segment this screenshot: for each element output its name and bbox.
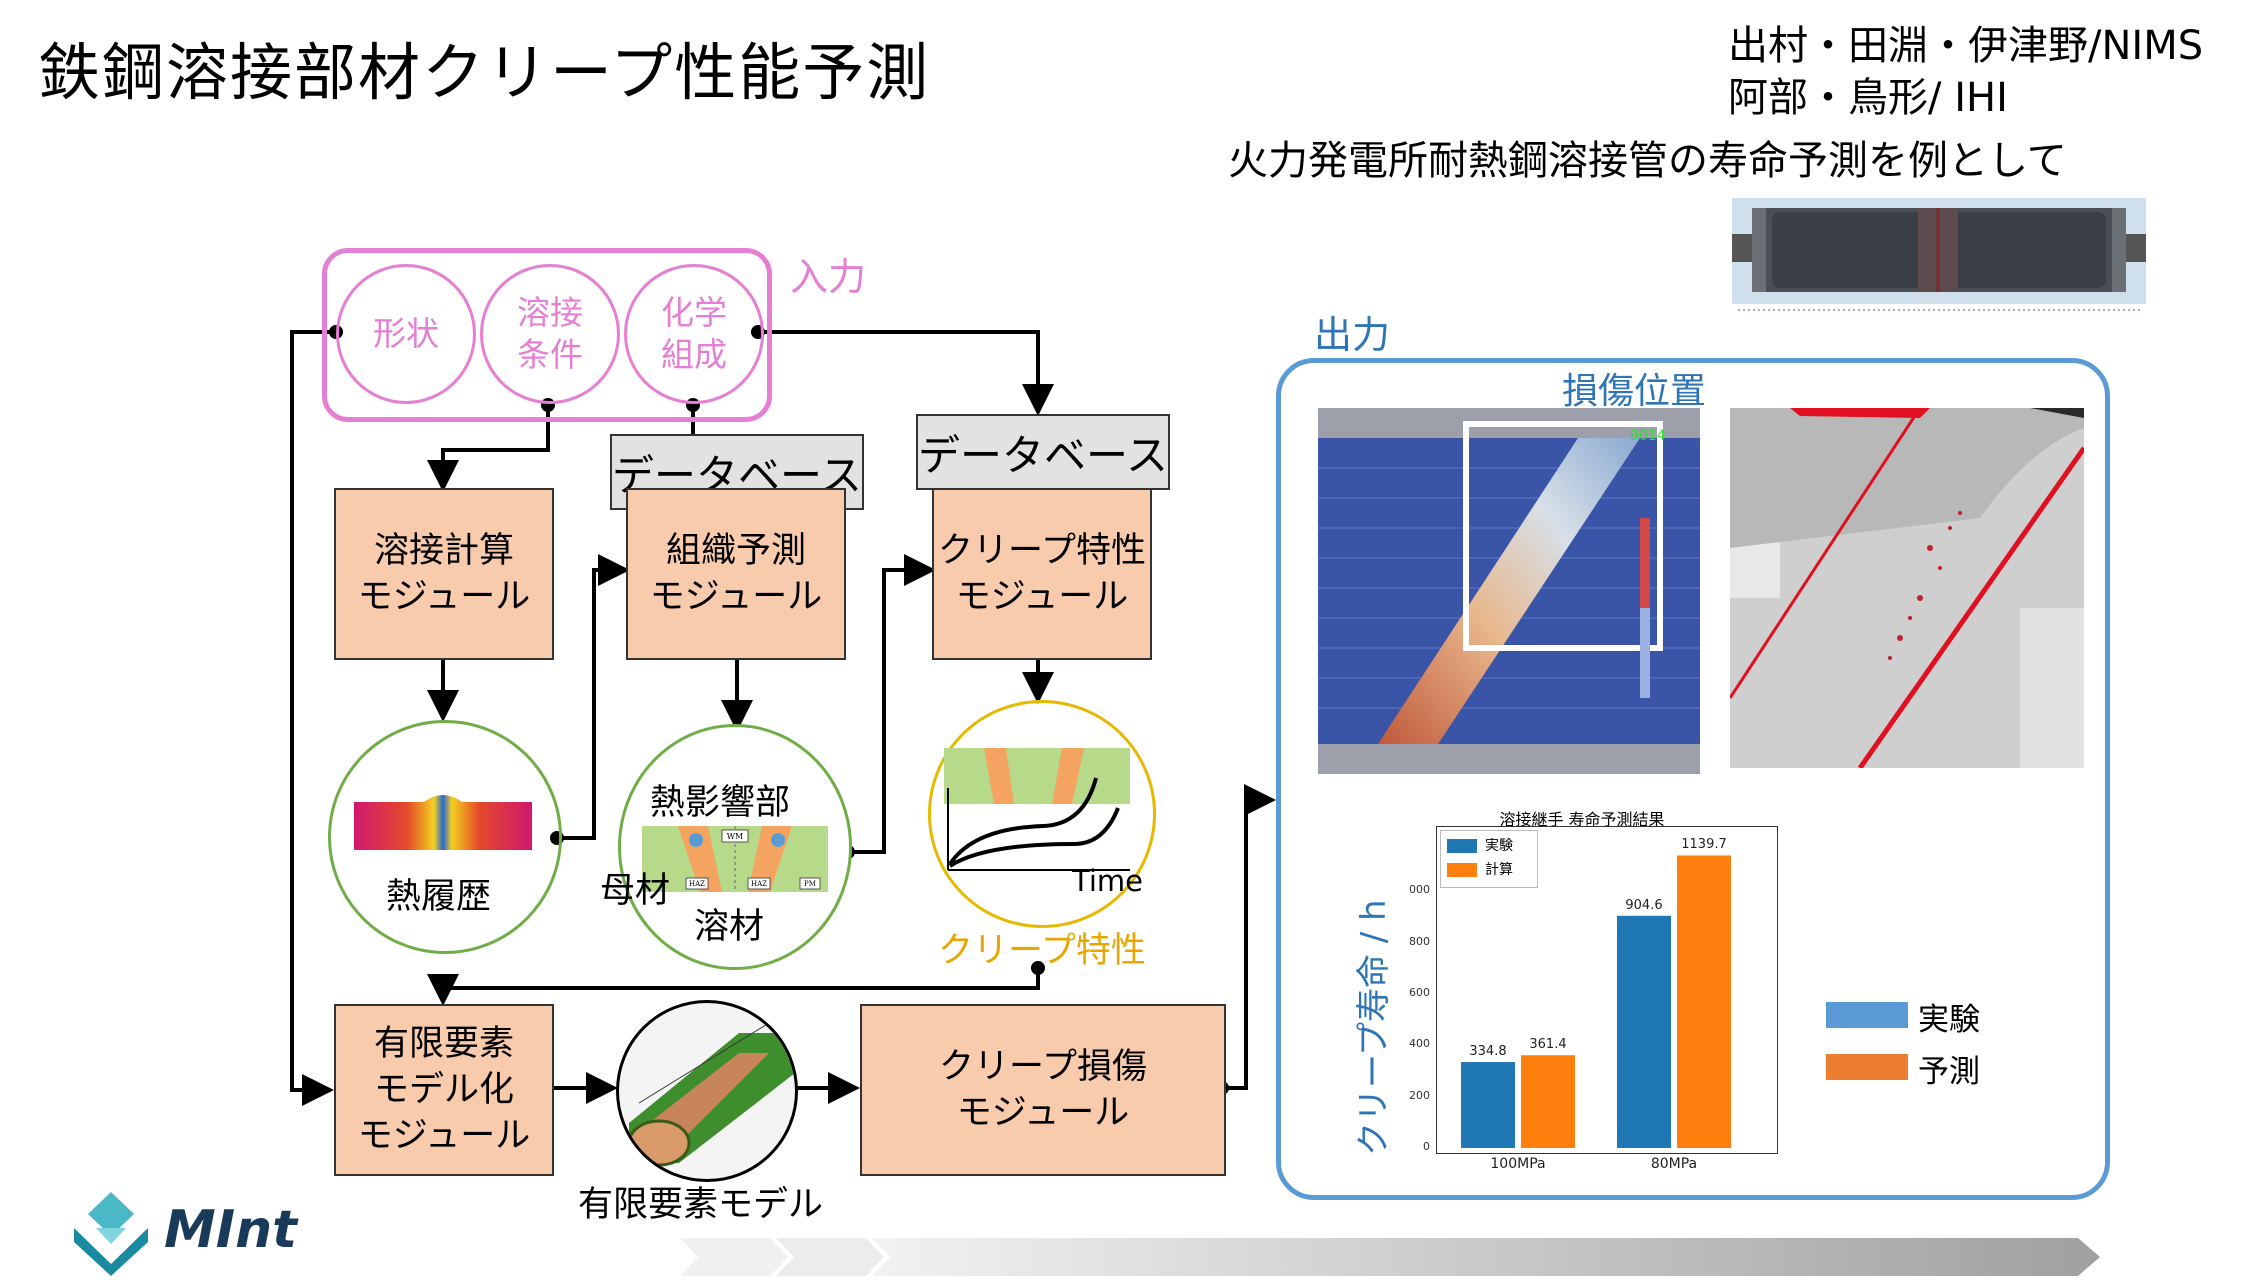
chart-bar-value: 904.6 [1625,897,1663,913]
chart-bar [1521,1055,1575,1148]
input-label: 入力 [790,255,867,299]
chart-legend: 実験 計算 [1440,830,1538,888]
chart-bar-value: 334.8 [1469,1044,1507,1060]
authors-line-2: 阿部・鳥形/ IHI [1728,75,2008,121]
weld-metal-label: 溶材 [694,907,765,947]
creep-property-label: クリープ特性 [938,931,1146,971]
input-shape: 形状 [336,264,476,404]
chart-legend-calc: 計算 [1485,862,1513,878]
fem-model-label: 有限要素モデル [578,1185,824,1225]
module-weld-calc: 溶接計算 モジュール [334,488,554,660]
input-frame [322,248,772,422]
haz-tag-haz-left: HAZ [689,880,705,888]
mint-logo-icon [74,1192,148,1276]
simulation-value: 9014 [1630,428,1666,444]
heat-history-label: 熱履歴 [386,877,492,917]
legend-experiment: 実験 [1918,1002,1980,1038]
haz-diagram: WM HAZ HAZ PM [642,826,828,892]
chart-y-tick: 0 [1423,1140,1430,1153]
authors-line-1: 出村・田淵・伊津野/NIMS [1728,23,2204,69]
fem-model-image [616,1000,798,1182]
chart-bar-value: 361.4 [1529,1037,1567,1053]
chart-x-tick: 100MPa [1490,1156,1546,1172]
chart-legend-swatch-calc [1447,863,1477,877]
welded-pipe-photo [1732,198,2146,322]
chart-y-tick: 800 [1409,934,1430,948]
chart-bar [1617,915,1671,1148]
haz-tag-pm: PM [804,880,816,888]
damage-position-label: 損傷位置 [1562,371,1707,412]
time-axis-label: Time [1072,864,1143,898]
page-title: 鉄鋼溶接部材クリープ性能予測 [38,36,931,109]
chart-legend-swatch-exp [1447,839,1477,853]
module-structure: 組織予測 モジュール [626,488,846,660]
chart-plot-area [1436,826,1778,1154]
subtitle: 火力発電所耐熱鋼溶接管の寿命予測を例として [1228,138,2067,184]
damage-simulation-image: 9014 [1318,408,1700,774]
input-chemical-composition: 化学 組成 [624,264,764,404]
chart-bar [1461,1062,1515,1148]
chart-title: 溶接継手 寿命予測結果 [1499,810,1665,829]
chart-x-tick: 80MPa [1650,1156,1698,1172]
footer-chevron-bar [680,1238,2100,1276]
output-label: 出力 [1314,313,1391,357]
chart-y-tick: 000 [1409,883,1430,897]
mint-logo-text: MInt [164,1200,297,1260]
haz-label: 熱影響部 [650,783,791,823]
legend-prediction: 予測 [1918,1054,1980,1090]
haz-tag-wm: WM [727,832,743,841]
creep-property-circle [928,700,1156,928]
output-frame [1276,358,2110,1200]
database-creep: データベース [916,414,1170,490]
haz-tag-haz-right: HAZ [751,880,767,888]
legend-swatch-experiment [1826,1002,1908,1028]
module-creep-damage: クリープ損傷 モジュール [860,1004,1226,1176]
damage-micrograph-image [1730,408,2084,768]
module-creep-property: クリープ特性 モジュール [932,488,1152,660]
heat-history-circle [328,720,562,954]
chart-y-tick: 200 [1409,1088,1430,1102]
input-welding-conditions: 溶接 条件 [480,264,620,404]
authors: 出村・田淵・伊津野/NIMS 阿部・鳥形/ IHI [1728,20,2203,124]
chart-bar [1677,855,1731,1148]
legend-swatch-prediction [1826,1054,1908,1080]
base-metal-label: 母材 [600,871,671,911]
chart-y-tick: 400 [1409,1037,1430,1051]
module-fem: 有限要素 モデル化 モジュール [334,1004,554,1176]
heat-history-image [354,795,532,850]
chart-y-tick: 600 [1409,986,1430,999]
creep-curve-chart [944,748,1130,871]
chart-bar-value: 1139.7 [1681,837,1727,853]
chart-bars [1461,855,1731,1148]
chart-legend-exp: 実験 [1485,838,1513,854]
